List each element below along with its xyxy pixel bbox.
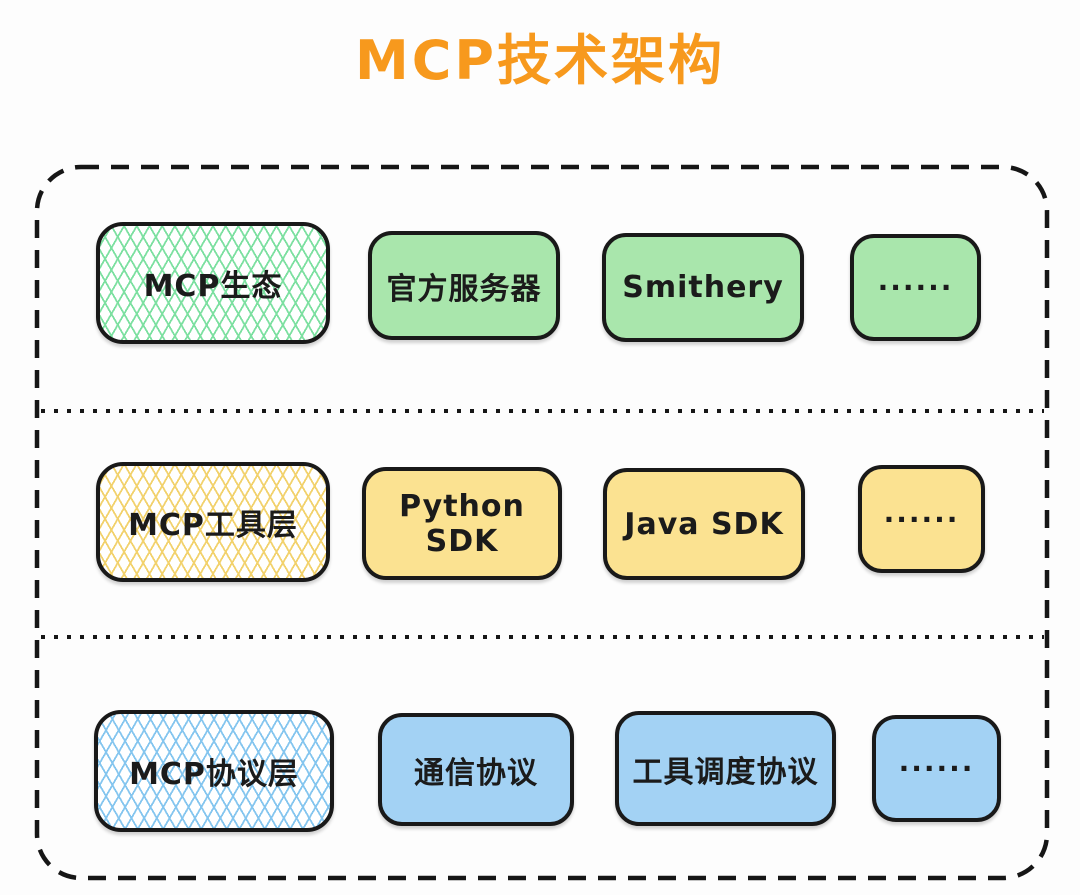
box-mcp-tool-layer: MCP工具层: [96, 462, 330, 582]
diagram-title: MCP技术架构: [355, 29, 725, 92]
box-communication-protocol: 通信协议: [378, 713, 574, 826]
box-label: Java SDK: [624, 506, 784, 542]
box-python-sdk: Python SDK: [362, 467, 562, 580]
ellipsis-label: ......: [883, 495, 960, 529]
box-java-sdk: Java SDK: [603, 468, 805, 580]
box-ecosystem-more: ......: [850, 234, 981, 341]
box-mcp-ecosystem: MCP生态: [96, 222, 330, 344]
box-label: 工具调度协议: [632, 754, 819, 790]
box-label: 官方服务器: [386, 271, 542, 307]
ellipsis-label: ......: [877, 264, 954, 297]
box-tool-scheduling-protocol: 工具调度协议: [615, 711, 836, 826]
box-label: MCP生态: [143, 269, 283, 304]
ellipsis-label: ......: [898, 745, 975, 778]
box-tool-layer-more: ......: [858, 465, 985, 573]
box-smithery: Smithery: [602, 233, 804, 342]
box-label: MCP工具层: [128, 508, 298, 543]
box-mcp-protocol-layer: MCP协议层: [94, 710, 334, 832]
box-official-servers: 官方服务器: [368, 231, 560, 340]
box-label: Python SDK: [399, 488, 525, 559]
box-label: MCP协议层: [129, 757, 299, 792]
box-protocol-layer-more: ......: [872, 715, 1001, 822]
box-label: 通信协议: [414, 755, 538, 791]
box-label: Smithery: [622, 270, 784, 305]
